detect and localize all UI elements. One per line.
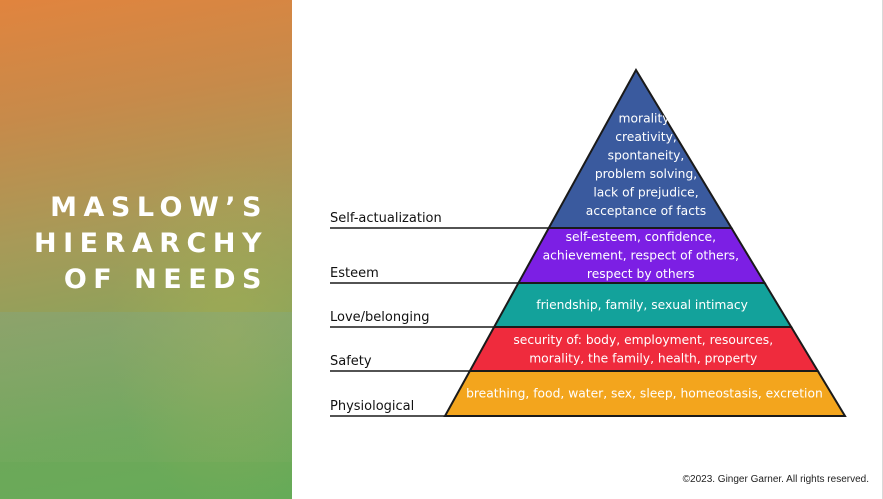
panel-stripe	[0, 312, 292, 462]
level-text-esteem: self-esteem, confidence,	[566, 230, 716, 244]
level-text-love-belonging: friendship, family, sexual intimacy	[536, 298, 748, 312]
title-line-2: HIERARCHY	[33, 228, 268, 259]
title-line-1: MASLOW’S	[50, 192, 268, 223]
level-text-self-actualization: acceptance of facts	[586, 204, 706, 218]
level-text-self-actualization: problem solving,	[595, 167, 697, 181]
level-label-safety: Safety	[330, 354, 372, 369]
level-text-self-actualization: lack of prejudice,	[593, 185, 698, 199]
level-label-physiological: Physiological	[330, 399, 414, 414]
copyright-text: ©2023. Ginger Garner. All rights reserve…	[682, 474, 869, 485]
pyramid-level-physiological	[443, 370, 847, 417]
slide-title: MASLOW’S HIERARCHY OF NEEDS	[20, 190, 268, 298]
level-text-self-actualization: morality,	[619, 111, 674, 125]
level-label-self-actualization: Self-actualization	[330, 211, 442, 226]
gradient-panel: MASLOW’S HIERARCHY OF NEEDS	[0, 0, 292, 499]
level-text-safety: morality, the family, health, property	[529, 351, 757, 365]
level-text-self-actualization: spontaneity,	[608, 148, 685, 162]
level-text-self-actualization: creativity,	[615, 130, 677, 144]
level-label-love-belonging: Love/belonging	[330, 310, 429, 325]
level-label-esteem: Esteem	[330, 266, 379, 281]
level-text-physiological: breathing, food, water, sex, sleep, home…	[466, 387, 823, 401]
level-text-safety: security of: body, employment, resources…	[513, 333, 773, 347]
level-text-esteem: respect by others	[587, 267, 695, 281]
panel-bottom-band	[0, 462, 292, 499]
level-text-esteem: achievement, respect of others,	[543, 249, 739, 263]
title-line-3: OF NEEDS	[63, 264, 268, 295]
